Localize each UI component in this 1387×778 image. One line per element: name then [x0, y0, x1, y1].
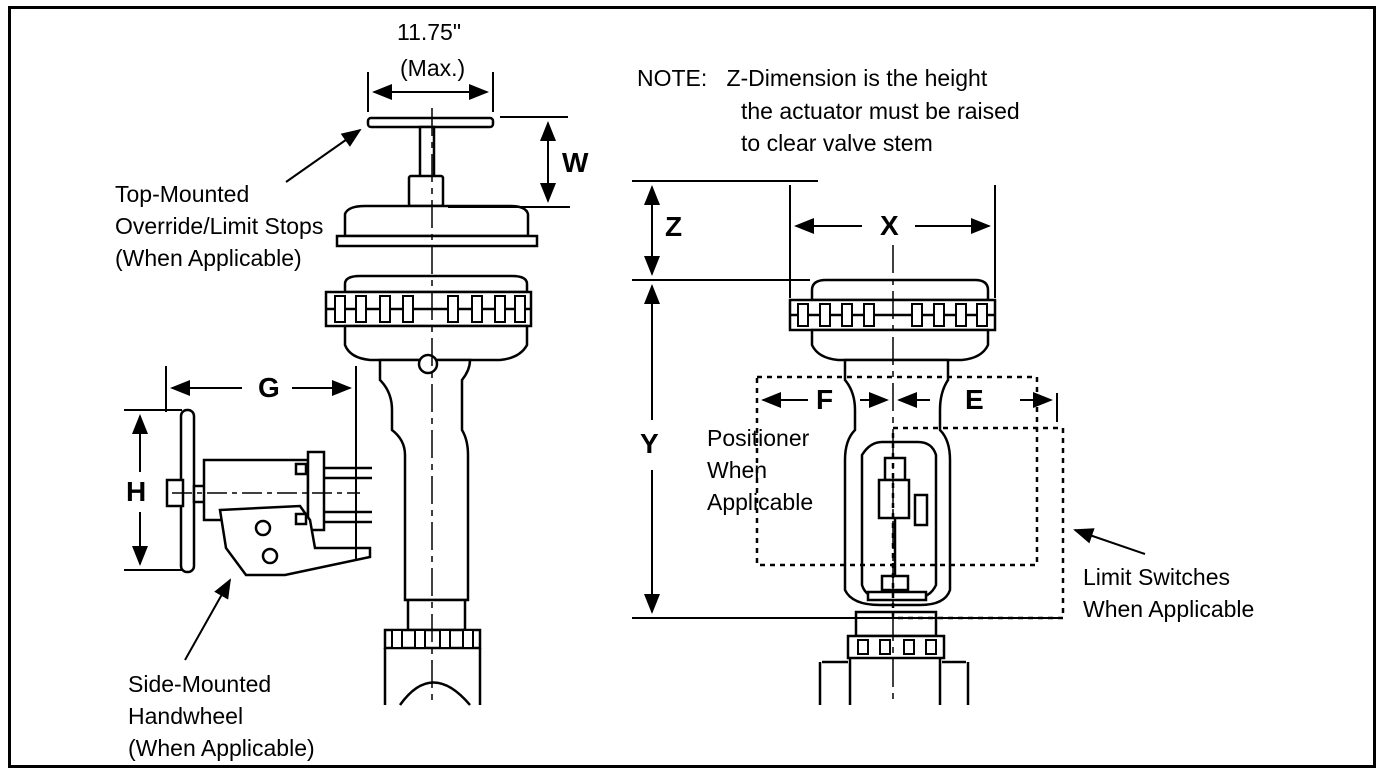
positioner-callout-line-2: When	[707, 457, 768, 483]
right-stem-top	[883, 456, 907, 482]
valve-body	[383, 648, 482, 706]
dim-e-label: E	[965, 384, 984, 415]
dim-max-label: (Max.)	[400, 55, 466, 81]
note-line-3: to clear valve stem	[741, 130, 933, 156]
lower-casing	[343, 324, 529, 362]
positioner-envelope	[755, 375, 1039, 567]
side-handwheel	[165, 408, 372, 577]
side-mounted-leader	[184, 578, 231, 661]
right-dimensions	[632, 180, 1146, 619]
override-base	[335, 234, 539, 248]
dim-f-label: F	[816, 384, 834, 415]
dim-g-label: G	[258, 372, 280, 403]
top-mounted-leader	[285, 128, 362, 183]
note-line-2: the actuator must be raised	[741, 98, 1020, 124]
dim-11-75-label: 11.75"	[397, 19, 462, 45]
right-stem-disk	[866, 590, 928, 602]
top-handwheel-bar	[366, 116, 495, 129]
top-mounted-callout-line-1: Top-Mounted	[115, 181, 250, 207]
right-upper-casing	[810, 278, 990, 302]
right-valve-body	[818, 658, 970, 705]
top-mounted-callout-line-3: (When Applicable)	[115, 245, 302, 271]
dim-w-label: W	[562, 147, 589, 178]
top-mounted-callout-line-2: Override/Limit Stops	[115, 213, 324, 239]
top-nut	[407, 174, 445, 208]
right-bonnet	[854, 610, 938, 638]
right-indicator	[913, 493, 929, 527]
side-mount-plate	[306, 450, 326, 532]
right-stem-nut	[880, 574, 910, 592]
dim-z-label: Z	[665, 211, 683, 242]
limit-switch-leader	[1073, 528, 1146, 555]
left-dimensions	[124, 72, 570, 661]
upper-casing	[343, 274, 529, 294]
dim-x-label: X	[880, 210, 899, 241]
side-mounted-callout-line-3: (When Applicable)	[128, 735, 315, 761]
override-dome	[343, 204, 530, 238]
positioner-callout-line-3: Applicable	[707, 489, 814, 515]
yoke	[378, 358, 472, 602]
limit-switches-callout-line-1: Limit Switches	[1083, 564, 1230, 590]
positioner-callout-line-1: Positioner	[707, 425, 810, 451]
yoke-plug	[417, 353, 439, 375]
side-mounted-callout-line-1: Side-Mounted	[128, 671, 272, 697]
right-lower-casing	[810, 328, 990, 362]
left-flange-bolts	[334, 295, 526, 649]
right-flange-bolts	[797, 303, 988, 655]
dim-y-label: Y	[640, 428, 659, 459]
dim-h-label: H	[126, 476, 147, 507]
note-line-1: NOTE: Z-Dimension is the height	[637, 65, 988, 91]
right-valve-flange	[846, 634, 946, 660]
bonnet	[406, 598, 467, 632]
limit-switches-callout-line-2: When Applicable	[1083, 596, 1255, 622]
side-mounted-callout-line-2: Handwheel	[128, 703, 244, 729]
